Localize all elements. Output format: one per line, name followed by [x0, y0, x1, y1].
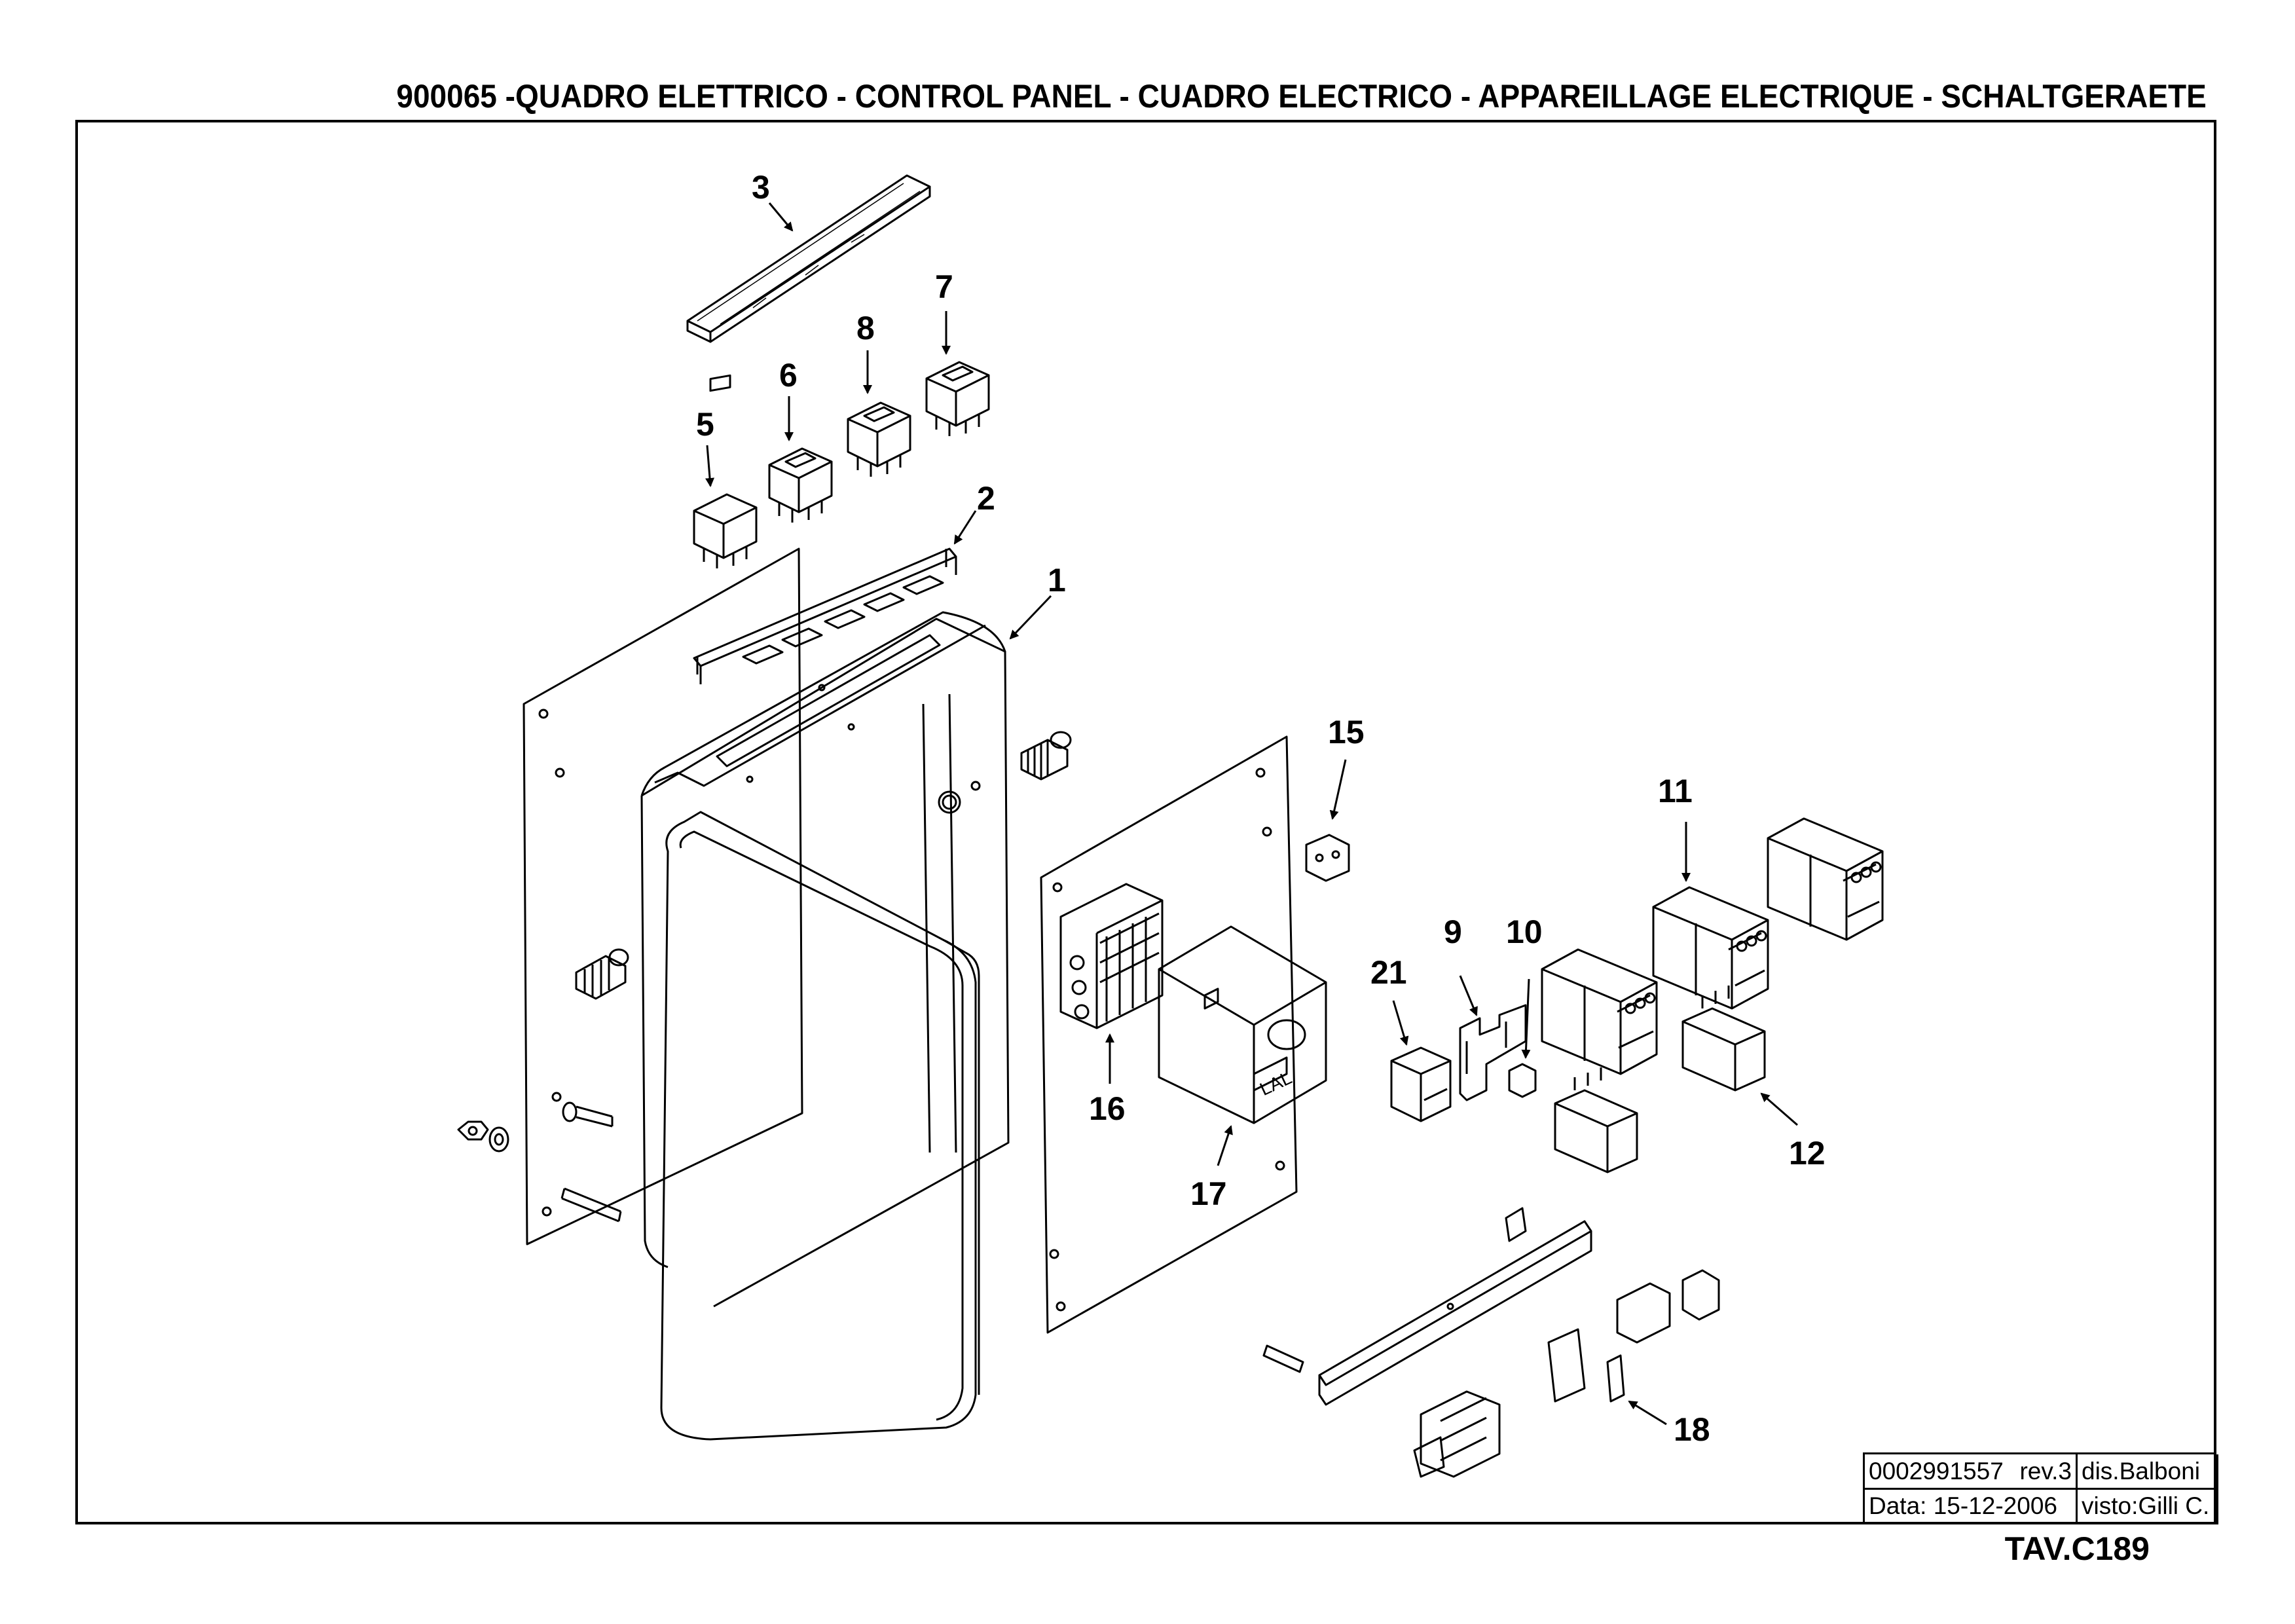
cable-gland-right — [1020, 731, 1072, 781]
connector-15 — [1305, 834, 1350, 882]
thermal-relay-right — [1681, 986, 1766, 1092]
cover-glass-strip — [686, 174, 931, 343]
sheet-id: TAV.C189 — [2004, 1530, 2150, 1567]
cable-gland-left — [575, 948, 629, 1000]
callout-8: 8 — [856, 310, 875, 346]
callout-10: 10 — [1506, 913, 1543, 950]
rocker-switch-5 — [693, 374, 758, 568]
drawing-number: 0002991557 — [1869, 1457, 2004, 1485]
callout-12: 12 — [1789, 1135, 1826, 1172]
relay-base-9 — [1459, 1004, 1527, 1101]
thermal-relay-left — [1554, 1067, 1638, 1173]
callout-9: 9 — [1444, 913, 1462, 950]
callout-6: 6 — [779, 357, 798, 394]
contactor-center — [1652, 886, 1769, 1010]
callout-5: 5 — [696, 406, 714, 443]
callout-18: 18 — [1674, 1411, 1710, 1448]
contactor-right — [1767, 817, 1884, 941]
callout-1: 1 — [1048, 562, 1066, 599]
contactor-left — [1541, 948, 1658, 1075]
rocker-switch-7 — [925, 361, 990, 436]
callout-7: 7 — [935, 268, 953, 305]
callout-11: 11 — [1658, 773, 1693, 809]
terminal-blocks — [1413, 1269, 1720, 1478]
drawing-number-cell: 0002991557 rev.3 — [1865, 1454, 2078, 1490]
rocker-switch-8 — [847, 401, 911, 477]
part-10 — [1508, 1063, 1537, 1098]
revision: rev.3 — [2019, 1457, 2072, 1485]
drawing-date: Data: 15-12-2006 — [1865, 1490, 2078, 1524]
drawing-frame — [75, 120, 2216, 1524]
burner-control-box — [1158, 925, 1327, 1124]
burner-control-label: LAL — [1257, 1067, 1294, 1099]
terminal-block-16 — [1059, 883, 1164, 1029]
din-rail — [1262, 1207, 1592, 1406]
drawing-title: 900065 -QUADRO ELETTRICO - CONTROL PANEL… — [396, 78, 2207, 115]
mounting-plate-left — [523, 547, 803, 1246]
callout-15: 15 — [1328, 714, 1365, 750]
relay-21 — [1390, 1046, 1452, 1122]
enclosure-body — [640, 611, 1010, 1308]
callout-17: 17 — [1190, 1175, 1227, 1212]
callout-3: 3 — [752, 169, 770, 206]
rocker-switch-6 — [768, 447, 833, 523]
callout-16: 16 — [1089, 1090, 1126, 1127]
checked-by: visto:Gilli C. — [2078, 1490, 2218, 1524]
drawn-by: dis.Balboni — [2078, 1454, 2218, 1490]
title-block: 0002991557 rev.3 dis.Balboni Data: 15-12… — [1863, 1452, 2218, 1524]
switch-bracket — [693, 547, 957, 684]
fasteners — [457, 1101, 622, 1223]
callout-21: 21 — [1370, 954, 1407, 991]
component-plate — [1040, 735, 1298, 1334]
leader-arrows — [705, 202, 1798, 1426]
callout-2: 2 — [977, 480, 995, 517]
enclosure-front-cover — [660, 811, 980, 1441]
